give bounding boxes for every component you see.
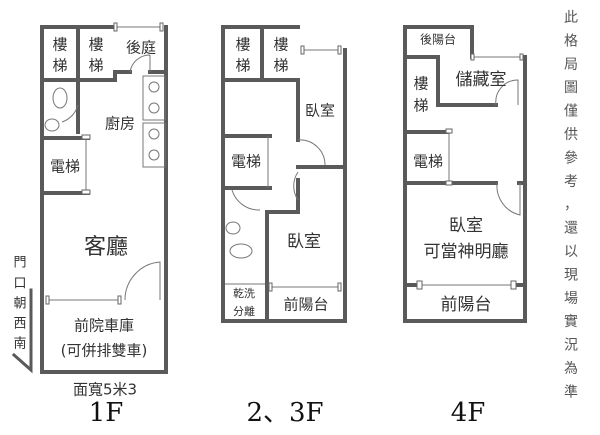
svg-text:樓: 樓 bbox=[88, 36, 103, 54]
disclaimer-char: 還 bbox=[564, 221, 578, 237]
floor-label-4f: 4F bbox=[451, 398, 486, 428]
storage-room-label: 儲藏室 bbox=[456, 70, 507, 90]
elevator-label: 電梯 bbox=[413, 153, 443, 171]
disclaimer-char: 僅 bbox=[564, 104, 578, 120]
disclaimer-char: 況 bbox=[564, 338, 578, 354]
disclaimer-char: 為 bbox=[564, 361, 578, 377]
disclaimer-char: 以 bbox=[564, 244, 578, 260]
floor-plan-4f: 後陽台 樓 梯 儲藏室 電梯 臥室 可當神明廳 前陽台 4F bbox=[403, 25, 527, 428]
stairs-label: 樓 bbox=[413, 75, 428, 93]
stairs-label: 樓梯 樓梯 bbox=[52, 36, 103, 75]
disclaimer-char: 場 bbox=[564, 291, 578, 307]
disclaimer-char: 局 bbox=[564, 57, 578, 73]
dry-wet-separation-label: 分離 bbox=[233, 304, 255, 318]
stairs-label: 梯 bbox=[273, 57, 288, 75]
floor-plan-1f: 樓梯 樓梯 後庭 廚房 電梯 客廳 前院車庫 (可併排雙車) 門 口 朝 西 南… bbox=[11, 22, 168, 428]
bedroom-label: 臥室 bbox=[449, 216, 483, 236]
backyard-label: 後庭 bbox=[126, 39, 156, 57]
bedroom-back-label: 臥室 bbox=[305, 102, 335, 120]
disclaimer-char: 圖 bbox=[564, 80, 578, 96]
svg-text:西: 西 bbox=[13, 317, 26, 332]
svg-text:門: 門 bbox=[13, 256, 26, 271]
svg-text:朝: 朝 bbox=[13, 297, 26, 312]
disclaimer-char: 現 bbox=[564, 267, 578, 283]
floor-label-2-3f: 2、3F bbox=[246, 398, 323, 428]
disclaimer-char: 此 bbox=[564, 10, 578, 26]
disclaimer-char: 準 bbox=[564, 384, 578, 400]
kitchen-label: 廚房 bbox=[105, 115, 135, 133]
garage-note: (可併排雙車) bbox=[61, 342, 148, 360]
stairs-label: 梯 bbox=[413, 97, 428, 115]
back-balcony-label: 後陽台 bbox=[420, 32, 456, 47]
stairs-label: 樓 bbox=[235, 36, 250, 54]
elevator-label: 電梯 bbox=[231, 153, 261, 171]
stairs-label: 樓 bbox=[273, 36, 288, 54]
floor-plan-2-3f: 樓 梯 樓 梯 臥室 電梯 臥室 乾洗 分離 前陽台 2、3F bbox=[221, 25, 347, 428]
frontage-width-note: 面寬5米3 bbox=[73, 381, 137, 399]
floor-label-1f: 1F bbox=[89, 398, 124, 428]
svg-text:梯: 梯 bbox=[88, 57, 103, 75]
svg-text:口: 口 bbox=[13, 277, 26, 292]
disclaimer-char: ， bbox=[564, 197, 578, 213]
disclaimer-char: 格 bbox=[564, 33, 578, 49]
elevator-label: 電梯 bbox=[50, 158, 80, 176]
disclaimer-char: 供 bbox=[564, 127, 578, 143]
front-balcony-label: 前陽台 bbox=[283, 296, 328, 314]
disclaimer-char: 考 bbox=[564, 174, 578, 190]
bedroom-front-label: 臥室 bbox=[287, 232, 321, 252]
living-room-label: 客廳 bbox=[84, 235, 128, 260]
svg-text:樓: 樓 bbox=[52, 36, 67, 54]
disclaimer-char: 實 bbox=[564, 313, 578, 330]
svg-text:南: 南 bbox=[13, 336, 26, 352]
bedroom-note: 可當神明廳 bbox=[424, 242, 509, 262]
disclaimer-char: 參 bbox=[564, 150, 578, 166]
orientation-label: 門 口 朝 西 南 bbox=[13, 256, 26, 352]
stairs-label: 梯 bbox=[235, 57, 250, 75]
front-balcony-label: 前陽台 bbox=[441, 295, 492, 315]
svg-text:梯: 梯 bbox=[52, 57, 67, 75]
dry-wet-separation-label: 乾洗 bbox=[233, 287, 255, 300]
garage-label: 前院車庫 bbox=[74, 317, 134, 335]
